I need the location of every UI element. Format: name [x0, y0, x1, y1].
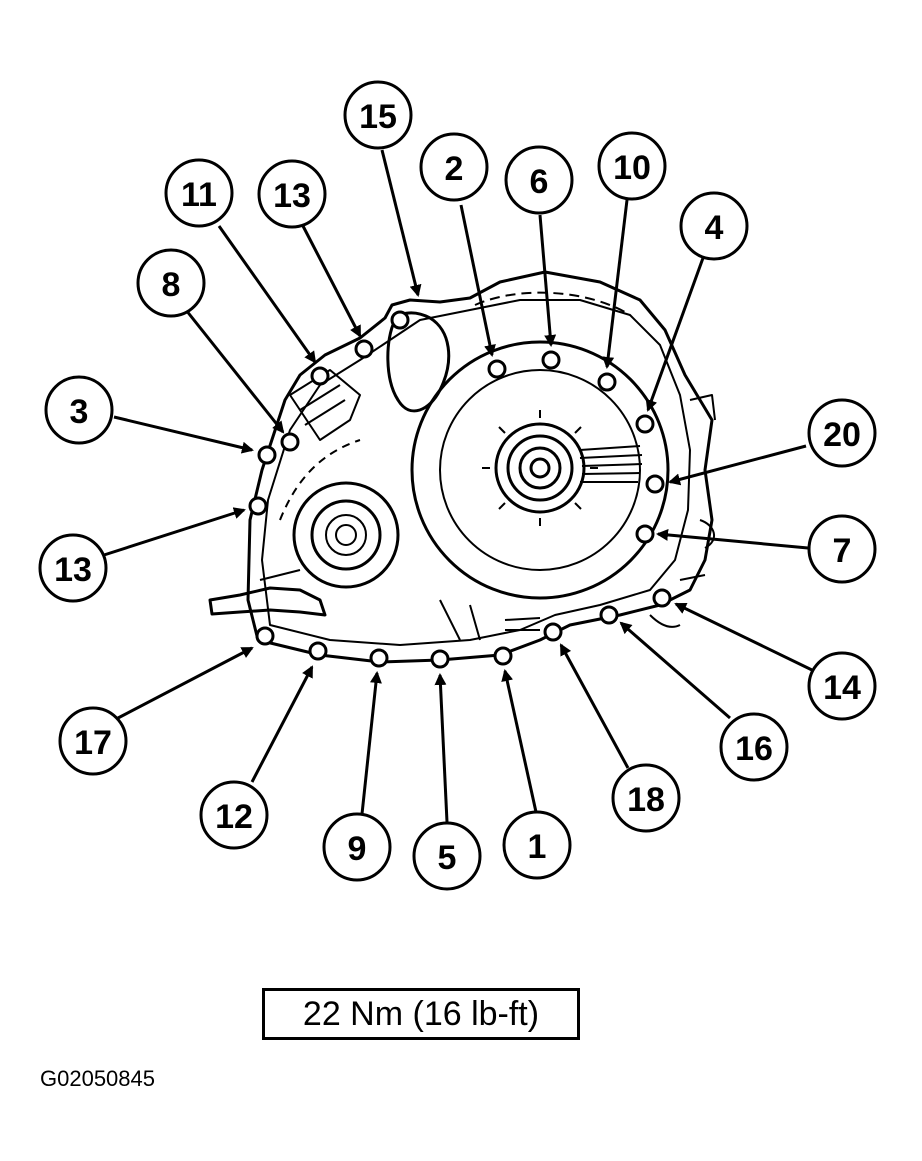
svg-text:16: 16 [735, 730, 773, 768]
callout-2: 2 [419, 132, 489, 202]
callout-1: 1 [502, 810, 572, 880]
svg-text:6: 6 [530, 163, 549, 201]
callout-7: 7 [807, 514, 877, 584]
svg-text:5: 5 [438, 839, 457, 877]
svg-text:15: 15 [359, 98, 397, 136]
svg-text:13: 13 [273, 177, 311, 215]
callout-12: 12 [199, 780, 269, 850]
callout-8: 8 [136, 248, 206, 318]
svg-text:8: 8 [162, 266, 181, 304]
bolt-heads [248, 310, 672, 669]
svg-text:4: 4 [705, 209, 724, 247]
svg-text:2: 2 [445, 150, 464, 188]
svg-text:14: 14 [823, 669, 861, 707]
callout-11: 11 [164, 158, 234, 228]
svg-text:1: 1 [528, 828, 547, 866]
callout-6: 6 [504, 145, 574, 215]
transaxle-housing [208, 270, 716, 664]
leader-lines [103, 149, 813, 823]
callout-15a: 15 [343, 80, 413, 150]
callout-18: 18 [611, 763, 681, 833]
svg-text:20: 20 [823, 416, 861, 454]
svg-text:9: 9 [348, 830, 367, 868]
svg-text:10: 10 [613, 149, 651, 187]
torque-spec-box: 22 Nm (16 lb-ft) [262, 988, 580, 1040]
svg-text:12: 12 [215, 798, 253, 836]
callout-3: 3 [44, 375, 114, 445]
svg-text:18: 18 [627, 781, 665, 819]
callout-20: 20 [807, 398, 877, 468]
figure-id: G02050845 [40, 1066, 155, 1091]
svg-text:13: 13 [54, 551, 92, 589]
callout-16: 16 [719, 712, 789, 782]
callout-9: 9 [322, 812, 392, 882]
svg-text:11: 11 [181, 176, 217, 214]
callout-5: 5 [412, 821, 482, 891]
torque-spec-text: 22 Nm (16 lb-ft) [302, 994, 540, 1033]
svg-text:17: 17 [74, 724, 112, 762]
callout-4: 4 [679, 191, 749, 261]
callout-17: 17 [58, 706, 128, 776]
callout-13-top: 13 [257, 159, 327, 229]
svg-text:7: 7 [833, 532, 852, 570]
callout-13-left: 13 [38, 533, 108, 603]
svg-text:3: 3 [70, 393, 89, 431]
callout-14: 14 [807, 651, 877, 721]
callout-10: 10 [597, 131, 667, 201]
